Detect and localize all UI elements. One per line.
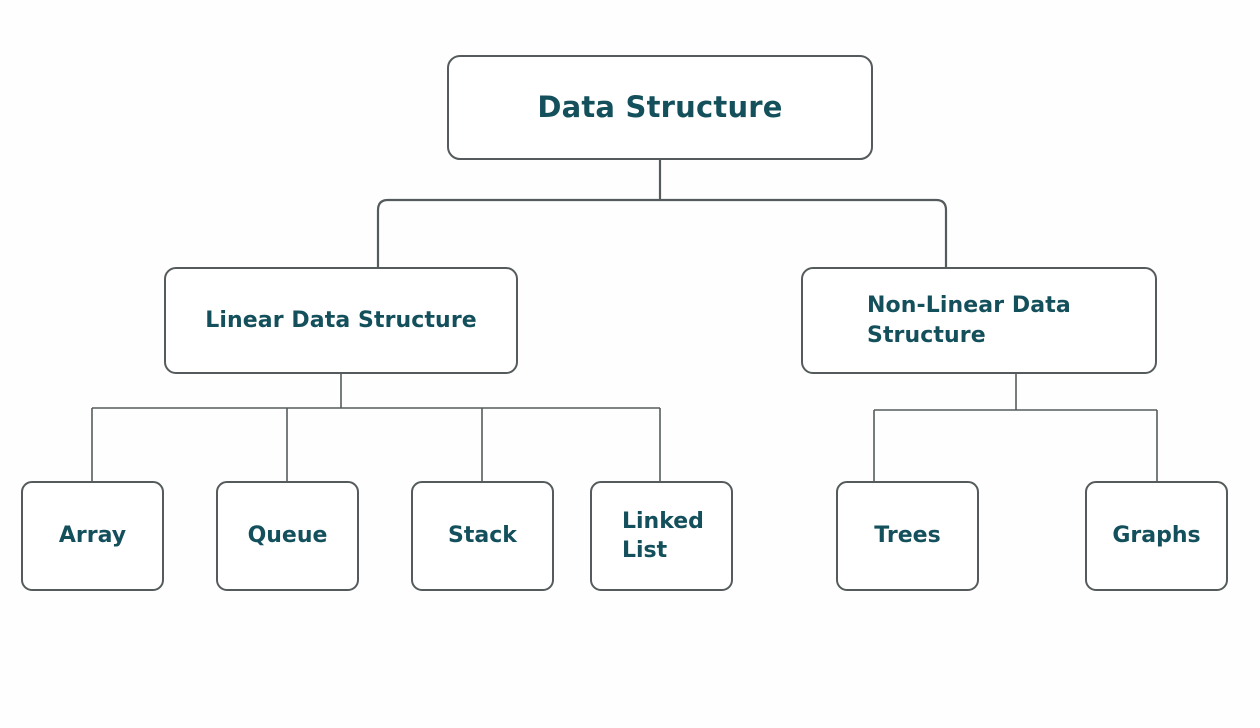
node-array[interactable]: Array bbox=[21, 481, 164, 591]
node-queue[interactable]: Queue bbox=[216, 481, 359, 591]
node-stack[interactable]: Stack bbox=[411, 481, 554, 591]
node-linked-list[interactable]: Linked List bbox=[590, 481, 733, 591]
node-label-data-structure: Data Structure bbox=[537, 90, 783, 125]
node-label-graphs: Graphs bbox=[1112, 523, 1201, 549]
node-trees[interactable]: Trees bbox=[836, 481, 979, 591]
node-label-trees: Trees bbox=[874, 523, 941, 549]
node-label-queue: Queue bbox=[247, 523, 328, 549]
node-label-linear-data-structure: Linear Data Structure bbox=[205, 307, 477, 333]
node-label-non-linear-data-structure: Non-Linear Data Structure bbox=[867, 293, 1071, 348]
connector-root-to-linear bbox=[376, 198, 660, 267]
node-linear-data-structure[interactable]: Linear Data Structure bbox=[164, 267, 518, 374]
node-label-stack: Stack bbox=[448, 523, 517, 549]
node-label-array: Array bbox=[58, 523, 127, 549]
node-non-linear-data-structure[interactable]: Non-Linear Data Structure bbox=[801, 267, 1157, 374]
node-label-linked-list: Linked List bbox=[622, 508, 704, 563]
connector-root-to-nonlinear bbox=[660, 198, 948, 267]
node-data-structure[interactable]: Data Structure bbox=[447, 55, 873, 160]
node-graphs[interactable]: Graphs bbox=[1085, 481, 1228, 591]
